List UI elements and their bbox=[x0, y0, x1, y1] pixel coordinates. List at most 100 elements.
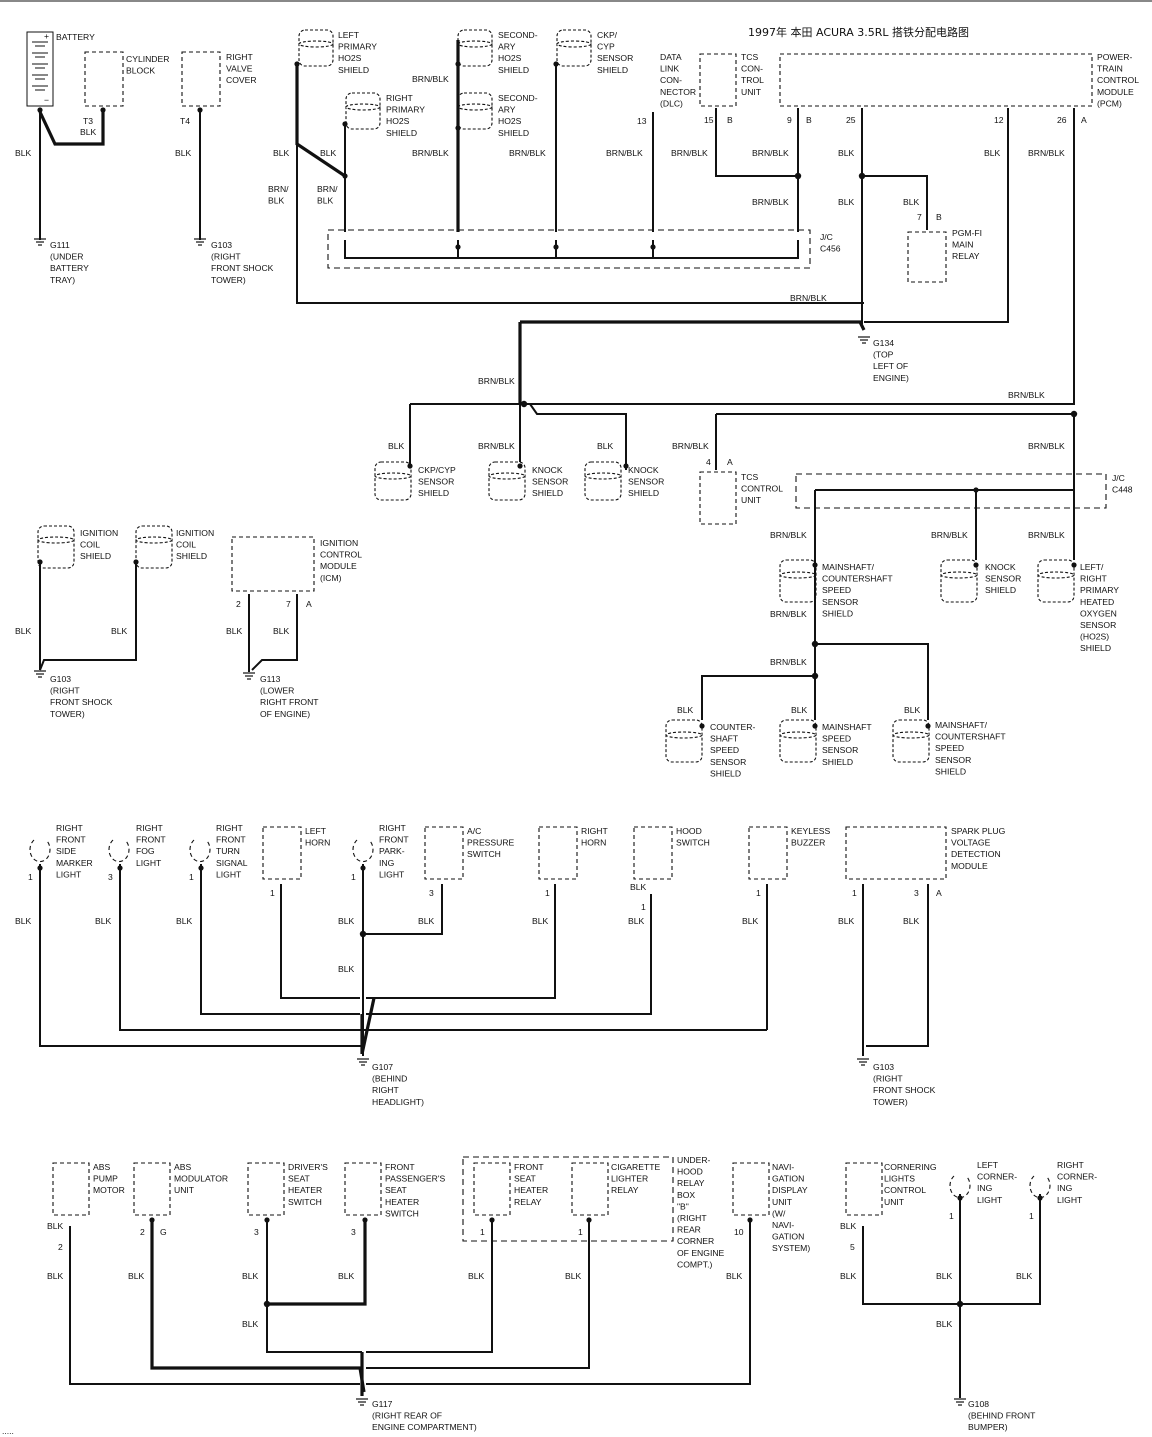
svg-text:1: 1 bbox=[28, 872, 33, 882]
svg-text:BRN/BLK: BRN/BLK bbox=[509, 148, 546, 158]
svg-text:BLK: BLK bbox=[111, 626, 128, 636]
svg-text:9: 9 bbox=[787, 115, 792, 125]
svg-text:BLK: BLK bbox=[838, 197, 855, 207]
abs-pump-motor-box bbox=[52, 1162, 90, 1216]
svg-text:1: 1 bbox=[270, 888, 275, 898]
svg-text:BLK: BLK bbox=[15, 916, 32, 926]
svg-text:BLK: BLK bbox=[388, 441, 405, 451]
svg-text:BLK: BLK bbox=[273, 148, 290, 158]
pcm-box bbox=[779, 53, 1093, 107]
svg-text:BLK: BLK bbox=[742, 916, 759, 926]
svg-text:BRN/BLK: BRN/BLK bbox=[478, 441, 515, 451]
svg-text:BLK: BLK bbox=[242, 1271, 259, 1281]
svg-text:BLK: BLK bbox=[1016, 1271, 1033, 1281]
svg-text:A: A bbox=[936, 888, 942, 898]
svg-text:BLK: BLK bbox=[597, 441, 614, 451]
svg-text:BLK: BLK bbox=[936, 1271, 953, 1281]
svg-text:BRN/BLK: BRN/BLK bbox=[412, 74, 449, 84]
svg-text:1: 1 bbox=[641, 902, 646, 912]
cornering-lights-control-unit-box bbox=[845, 1162, 883, 1216]
svg-text:A: A bbox=[306, 599, 312, 609]
svg-text:BLK: BLK bbox=[726, 1271, 743, 1281]
abs-modulator-unit-box bbox=[133, 1162, 171, 1216]
svg-text:BLK: BLK bbox=[128, 1271, 145, 1281]
svg-text:+: + bbox=[44, 31, 49, 41]
svg-text:1: 1 bbox=[756, 888, 761, 898]
svg-text:BLK: BLK bbox=[15, 148, 32, 158]
svg-text:BRN/BLK: BRN/BLK bbox=[770, 609, 807, 619]
svg-text:2: 2 bbox=[236, 599, 241, 609]
svg-text:1: 1 bbox=[480, 1227, 485, 1237]
svg-text:BLK: BLK bbox=[176, 916, 193, 926]
svg-text:BRN/BLK: BRN/BLK bbox=[478, 376, 515, 386]
svg-text:BRN/BLK: BRN/BLK bbox=[752, 197, 789, 207]
navigation-display-unit-box bbox=[732, 1162, 770, 1216]
svg-text:1: 1 bbox=[578, 1227, 583, 1237]
svg-text:BLK: BLK bbox=[984, 148, 1001, 158]
svg-text:BLK: BLK bbox=[95, 916, 112, 926]
svg-text:BLK: BLK bbox=[903, 197, 920, 207]
svg-text:5: 5 bbox=[850, 1242, 855, 1252]
svg-text:BLK: BLK bbox=[80, 127, 97, 137]
svg-text:BRN/BLK: BRN/BLK bbox=[672, 441, 709, 451]
svg-text:BLK: BLK bbox=[532, 916, 549, 926]
tcs-control-unit-mid-box bbox=[699, 471, 737, 525]
svg-text:B: B bbox=[806, 115, 812, 125]
svg-text:1: 1 bbox=[189, 872, 194, 882]
ac-pressure-switch-box bbox=[424, 826, 464, 880]
jc-c456-box bbox=[327, 229, 811, 269]
svg-text:G: G bbox=[160, 1227, 167, 1237]
svg-text:BLK: BLK bbox=[338, 1271, 355, 1281]
svg-text:BLK: BLK bbox=[226, 626, 243, 636]
svg-text:BLK: BLK bbox=[273, 626, 290, 636]
svg-text:BRN/BLK: BRN/BLK bbox=[1008, 390, 1045, 400]
jc-c448-box bbox=[795, 473, 1107, 509]
svg-text:26: 26 bbox=[1057, 115, 1067, 125]
svg-text:1: 1 bbox=[949, 1211, 954, 1221]
svg-text:BLK: BLK bbox=[15, 626, 32, 636]
svg-text:3: 3 bbox=[351, 1227, 356, 1237]
svg-text:BRN/BLK: BRN/BLK bbox=[931, 530, 968, 540]
front-seat-heater-relay-box bbox=[473, 1162, 511, 1216]
left-horn-box bbox=[262, 826, 302, 880]
cylinder-block-box bbox=[84, 51, 124, 107]
svg-text:BLK: BLK bbox=[338, 916, 355, 926]
front-passengers-seat-heater-switch-box bbox=[344, 1162, 382, 1216]
svg-text:BLK: BLK bbox=[936, 1319, 953, 1329]
svg-text:BLK: BLK bbox=[677, 705, 694, 715]
spark-plug-voltage-detection-module-box bbox=[845, 826, 947, 880]
svg-text:2: 2 bbox=[58, 1242, 63, 1252]
svg-text:BLK: BLK bbox=[840, 1271, 857, 1281]
svg-text:BLK: BLK bbox=[418, 916, 435, 926]
svg-text:BLK: BLK bbox=[47, 1221, 64, 1231]
